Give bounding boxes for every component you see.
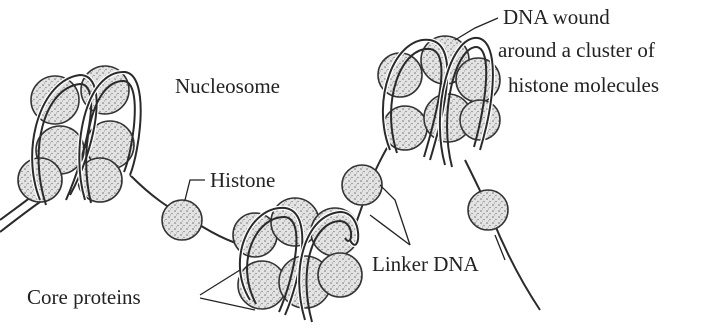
histone-bead bbox=[318, 253, 362, 297]
label-linker-dna: Linker DNA bbox=[372, 252, 480, 276]
nucleosome-3 bbox=[378, 36, 500, 167]
histone-single-3 bbox=[468, 190, 508, 230]
histone-single-2 bbox=[342, 165, 382, 205]
label-dna-wound-1: DNA wound bbox=[503, 5, 610, 29]
label-core-proteins: Core proteins bbox=[27, 285, 141, 309]
nucleosome-2 bbox=[233, 198, 362, 322]
label-dna-wound-2: around a cluster of bbox=[498, 38, 655, 62]
histone-bead bbox=[162, 200, 202, 240]
nucleosome-1 bbox=[18, 66, 141, 205]
label-dna-wound-3: histone molecules bbox=[508, 73, 659, 97]
label-nucleosome: Nucleosome bbox=[175, 74, 280, 98]
leader-linker-1 bbox=[380, 185, 410, 245]
histone-single-1 bbox=[162, 200, 202, 240]
leader-linker-2 bbox=[370, 215, 410, 245]
leader-histone bbox=[185, 180, 205, 200]
label-histone: Histone bbox=[210, 168, 275, 192]
histone-bead bbox=[342, 165, 382, 205]
histone-bead bbox=[468, 190, 508, 230]
leader-core-1 bbox=[200, 270, 240, 295]
